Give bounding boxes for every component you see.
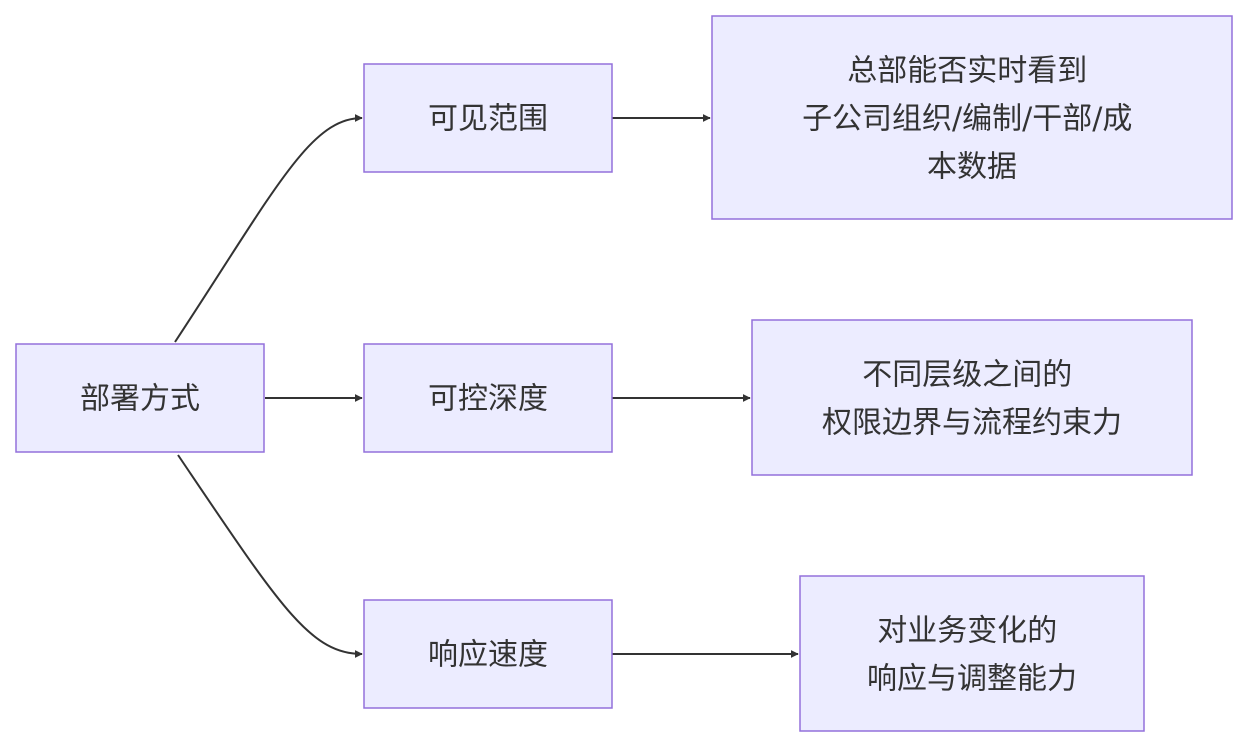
node-label-line: 权限边界与流程约束力: [822, 406, 1122, 441]
node-label-line: 对业务变化的: [877, 614, 1057, 649]
node-control-depth: 可控深度: [363, 343, 613, 453]
node-label-line: 部署方式: [80, 382, 200, 417]
node-deploy-method: 部署方式: [15, 343, 265, 453]
edge-deploy-to-visible: [174, 114, 363, 343]
node-label: 可见范围: [428, 102, 548, 137]
node-label: 不同层级之间的 权限边界与流程约束力: [822, 358, 1122, 441]
node-label: 响应速度: [428, 638, 548, 673]
node-label: 部署方式: [80, 382, 200, 417]
node-response-speed: 响应速度: [363, 599, 613, 709]
node-label-line: 可见范围: [428, 102, 548, 137]
node-label: 对业务变化的 响应与调整能力: [867, 614, 1077, 697]
node-label-line: 不同层级之间的: [862, 358, 1072, 393]
node-label-line: 本数据: [927, 150, 1017, 185]
node-response-speed-description: 对业务变化的 响应与调整能力: [799, 575, 1145, 732]
edges: [174, 114, 799, 658]
node-label-line: 响应与调整能力: [867, 662, 1077, 697]
node-label: 总部能否实时看到 子公司组织/编制/干部/成 本数据: [802, 54, 1142, 185]
node-label-line: 可控深度: [428, 382, 548, 417]
node-label-line: 响应速度: [428, 638, 548, 673]
node-visible-scope: 可见范围: [363, 63, 613, 173]
node-label-line: 子公司组织/编制/干部/成: [802, 102, 1132, 137]
node-visible-scope-description: 总部能否实时看到 子公司组织/编制/干部/成 本数据: [711, 15, 1233, 220]
edge-deploy-to-speed: [177, 454, 363, 658]
node-label-line: 总部能否实时看到: [847, 54, 1087, 89]
node-label: 可控深度: [428, 382, 548, 417]
node-control-depth-description: 不同层级之间的 权限边界与流程约束力: [751, 319, 1193, 476]
